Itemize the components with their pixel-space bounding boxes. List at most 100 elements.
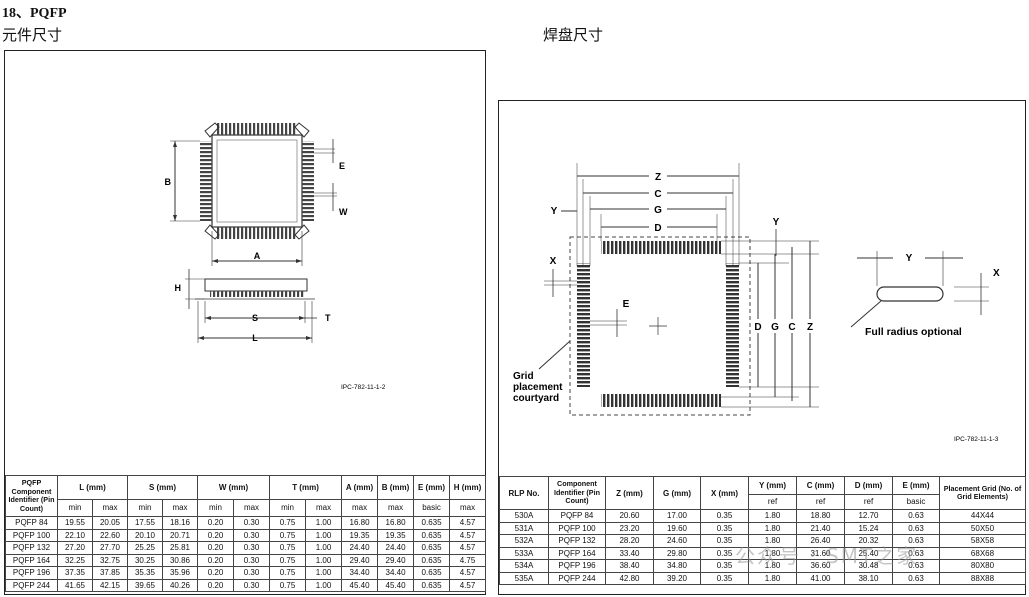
table-cell: PQFP 100 xyxy=(5,528,58,542)
table-cell: 531A xyxy=(499,521,549,535)
table-cell: 0.20 xyxy=(197,578,234,592)
table-cell: 1.80 xyxy=(748,509,797,523)
label-c-top: C xyxy=(654,189,661,200)
table-cell: 34.40 xyxy=(341,566,379,580)
table-cell: 16.80 xyxy=(341,516,379,530)
table-cell: PQFP 244 xyxy=(548,571,606,585)
table-cell: 0.30 xyxy=(232,516,271,530)
col-e: E (mm) xyxy=(892,476,940,495)
table-cell: PQFP 84 xyxy=(548,509,606,523)
table-cell: 19.55 xyxy=(57,516,93,530)
table-cell: 50X50 xyxy=(939,521,1026,535)
table-cell: 30.86 xyxy=(162,553,198,567)
table-cell: 16.80 xyxy=(377,516,415,530)
table-cell: 0.30 xyxy=(232,528,271,542)
label-b: B xyxy=(165,177,172,187)
table-cell: 0.20 xyxy=(197,541,234,555)
table-cell: 45.40 xyxy=(341,578,379,592)
table-cell: 42.15 xyxy=(92,578,128,592)
table-cell: PQFP 84 xyxy=(5,516,58,530)
table-cell: 0.35 xyxy=(700,521,749,535)
table-cell: 30.25 xyxy=(127,553,163,567)
col-h: H (mm) xyxy=(449,475,487,500)
table-cell: 0.63 xyxy=(892,571,940,585)
table-cell: 28.20 xyxy=(605,534,654,548)
table-cell: 19.35 xyxy=(377,528,415,542)
label-g-side: G xyxy=(771,322,779,333)
col-z: Z (mm) xyxy=(605,476,654,510)
table-cell: PQFP 132 xyxy=(548,534,606,548)
label-g-top: G xyxy=(654,205,662,216)
col-b: B (mm) xyxy=(377,475,415,500)
table-cell: 0.20 xyxy=(197,553,234,567)
table-cell: 32.25 xyxy=(57,553,93,567)
table-cell: 29.40 xyxy=(377,553,415,567)
col-a: A (mm) xyxy=(341,475,379,500)
table-cell: 21.40 xyxy=(796,521,845,535)
watermark: 公众号 · SMT之家 xyxy=(735,544,919,568)
table-cell: 29.80 xyxy=(653,546,701,560)
table-cell: 19.35 xyxy=(341,528,379,542)
table-cell: 35.96 xyxy=(162,566,198,580)
table-cell: 4.75 xyxy=(449,553,487,567)
table-cell: 20.71 xyxy=(162,528,198,542)
col-identifier: PQFP Component Identifier (Pin Count) xyxy=(5,475,58,517)
full-radius-note: Full radius optional xyxy=(865,326,962,338)
label-c-side: C xyxy=(788,322,795,333)
table-cell: 4.57 xyxy=(449,578,487,592)
table-cell: 23.20 xyxy=(605,521,654,535)
table-cell: 535A xyxy=(499,571,549,585)
table-cell: 38.10 xyxy=(844,571,893,585)
col-g: G (mm) xyxy=(653,476,701,510)
table-cell: 0.635 xyxy=(413,578,451,592)
label-y-top: Y xyxy=(773,217,780,228)
table-cell: 0.75 xyxy=(269,553,307,567)
component-drawing-panel: B E W A H S T xyxy=(4,50,487,595)
table-cell: 0.75 xyxy=(269,578,307,592)
col-x: X (mm) xyxy=(700,476,749,510)
table-cell: 4.57 xyxy=(449,541,487,555)
table-cell: 4.57 xyxy=(449,528,487,542)
label-t: T xyxy=(325,313,331,323)
table-cell: PQFP 196 xyxy=(548,559,606,573)
table-cell: PQFP 164 xyxy=(548,546,606,560)
table-cell: 18.80 xyxy=(796,509,845,523)
package-side-view xyxy=(204,278,308,292)
right-subtitle: 焊盘尺寸 xyxy=(543,26,604,44)
table-cell: PQFP 196 xyxy=(5,566,58,580)
table-cell: 44X44 xyxy=(939,509,1026,523)
table-cell: 22.10 xyxy=(57,528,93,542)
table-cell: 0.30 xyxy=(232,566,271,580)
table-cell: 34.80 xyxy=(653,559,701,573)
col-e: E (mm) xyxy=(413,475,451,500)
table-cell: 0.20 xyxy=(197,528,234,542)
table-cell: 40.26 xyxy=(162,578,198,592)
label-s: S xyxy=(252,313,258,323)
table-cell: 0.30 xyxy=(232,541,271,555)
table-cell: 15.24 xyxy=(844,521,893,535)
table-cell: 0.63 xyxy=(892,521,940,535)
table-cell: PQFP 244 xyxy=(5,578,58,592)
table-cell: 42.80 xyxy=(605,571,654,585)
table-cell: 0.635 xyxy=(413,528,451,542)
label-d-side: D xyxy=(754,322,761,333)
table-cell: 0.75 xyxy=(269,528,307,542)
label-x-pad: X xyxy=(993,268,1000,279)
table-cell: 25.81 xyxy=(162,541,198,555)
label-y-pad: Y xyxy=(906,253,913,264)
component-dimensions-table: PQFP Component Identifier (Pin Count) L … xyxy=(5,475,487,592)
table-cell: 0.35 xyxy=(700,509,749,523)
table-cell: 22.60 xyxy=(92,528,128,542)
col-placement-grid: Placement Grid (No. of Grid Elements) xyxy=(939,476,1026,510)
table-subheader: ref ref ref basic xyxy=(500,493,1026,511)
table-cell: 29.40 xyxy=(341,553,379,567)
land-pattern-table: RLP No. Component Identifier (Pin Count)… xyxy=(499,476,1026,585)
table-cell: 45.40 xyxy=(377,578,415,592)
table-cell: 41.00 xyxy=(796,571,845,585)
table-cell: 0.75 xyxy=(269,516,307,530)
